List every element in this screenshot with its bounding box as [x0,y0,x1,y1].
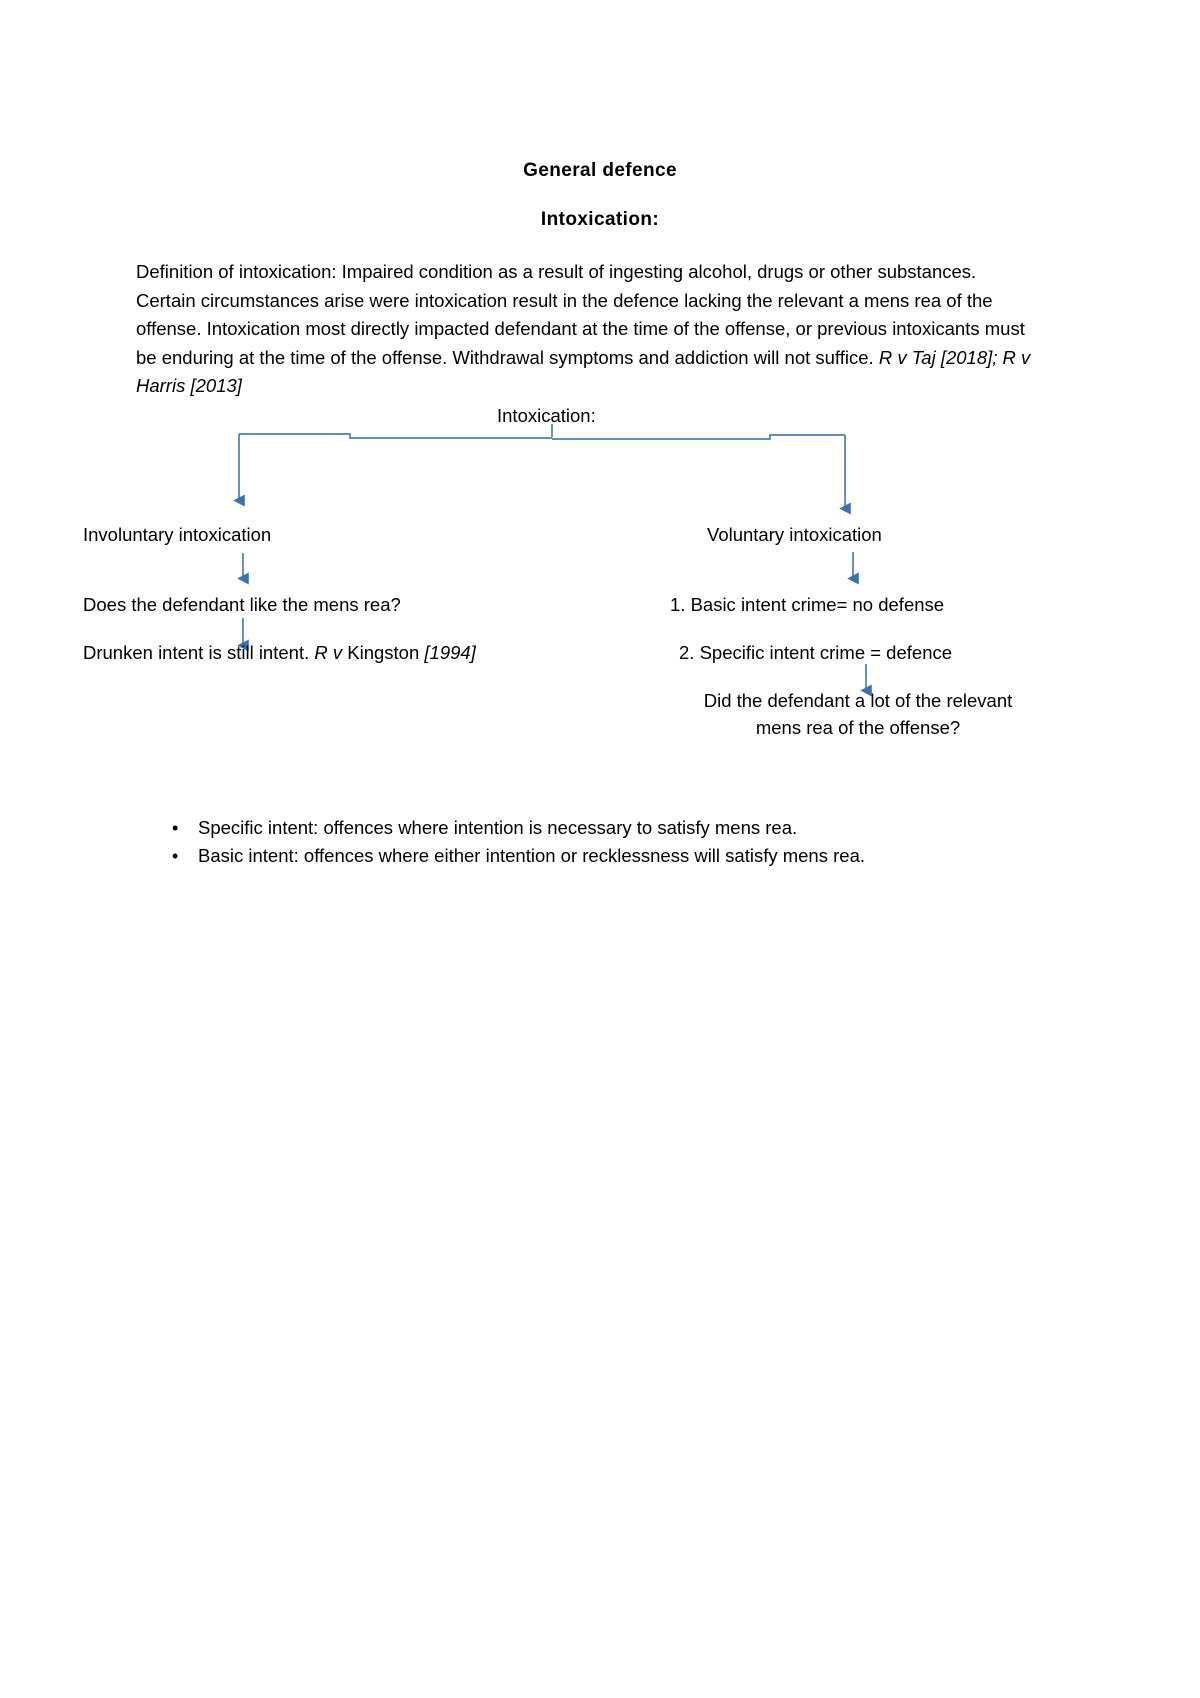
connector-bus-left [239,433,552,439]
kingston-case-year: [1994] [424,642,476,663]
list-item: • Specific intent: offences where intent… [160,815,1020,841]
page-title: General defence [523,160,677,181]
bullet-icon: • [172,846,179,866]
drunken-intent-text: Drunken intent is still intent. [83,642,315,663]
kingston-case-rv: R v [314,642,343,663]
definition-paragraph: Definition of intoxication: Impaired con… [136,258,1036,401]
bullet-icon: • [172,818,179,838]
flow-node-involuntary-question: Does the defendant like the mens rea? [83,594,401,615]
flow-node-specific-intent: 2. Specific intent crime = defence [679,642,953,663]
intent-definitions-list: • Specific intent: offences where intent… [160,815,1020,871]
flow-node-voluntary-intoxication: Voluntary intoxication [707,524,882,545]
list-item: • Basic intent: offences where either in… [160,843,1020,869]
specific-intent-question-line1: Did the defendant a lot of the relevant [703,690,1013,711]
specific-intent-question-line2: mens rea of the offense? [755,717,961,738]
flow-node-basic-intent: 1. Basic intent crime= no defense [670,594,945,615]
connector-bus-right [552,434,845,440]
flow-node-drunken-intent: Drunken intent is still intent. R v King… [83,639,476,666]
kingston-case-name: Kingston [342,642,425,663]
flow-node-involuntary-intoxication: Involuntary intoxication [83,524,272,545]
list-item-label: Specific intent: offences where intentio… [198,817,798,838]
flow-node-root: Intoxication: [497,405,596,426]
case-citations: R v Taj [2018]; R v Harris [2013] [136,346,1031,397]
list-item-label: Basic intent: offences where either inte… [198,845,865,866]
definition-text: Definition of intoxication: Impaired con… [136,261,1025,368]
flow-node-specific-intent-question: Did the defendant a lot of the relevant … [684,687,1032,741]
section-subtitle: Intoxication: [540,209,660,230]
